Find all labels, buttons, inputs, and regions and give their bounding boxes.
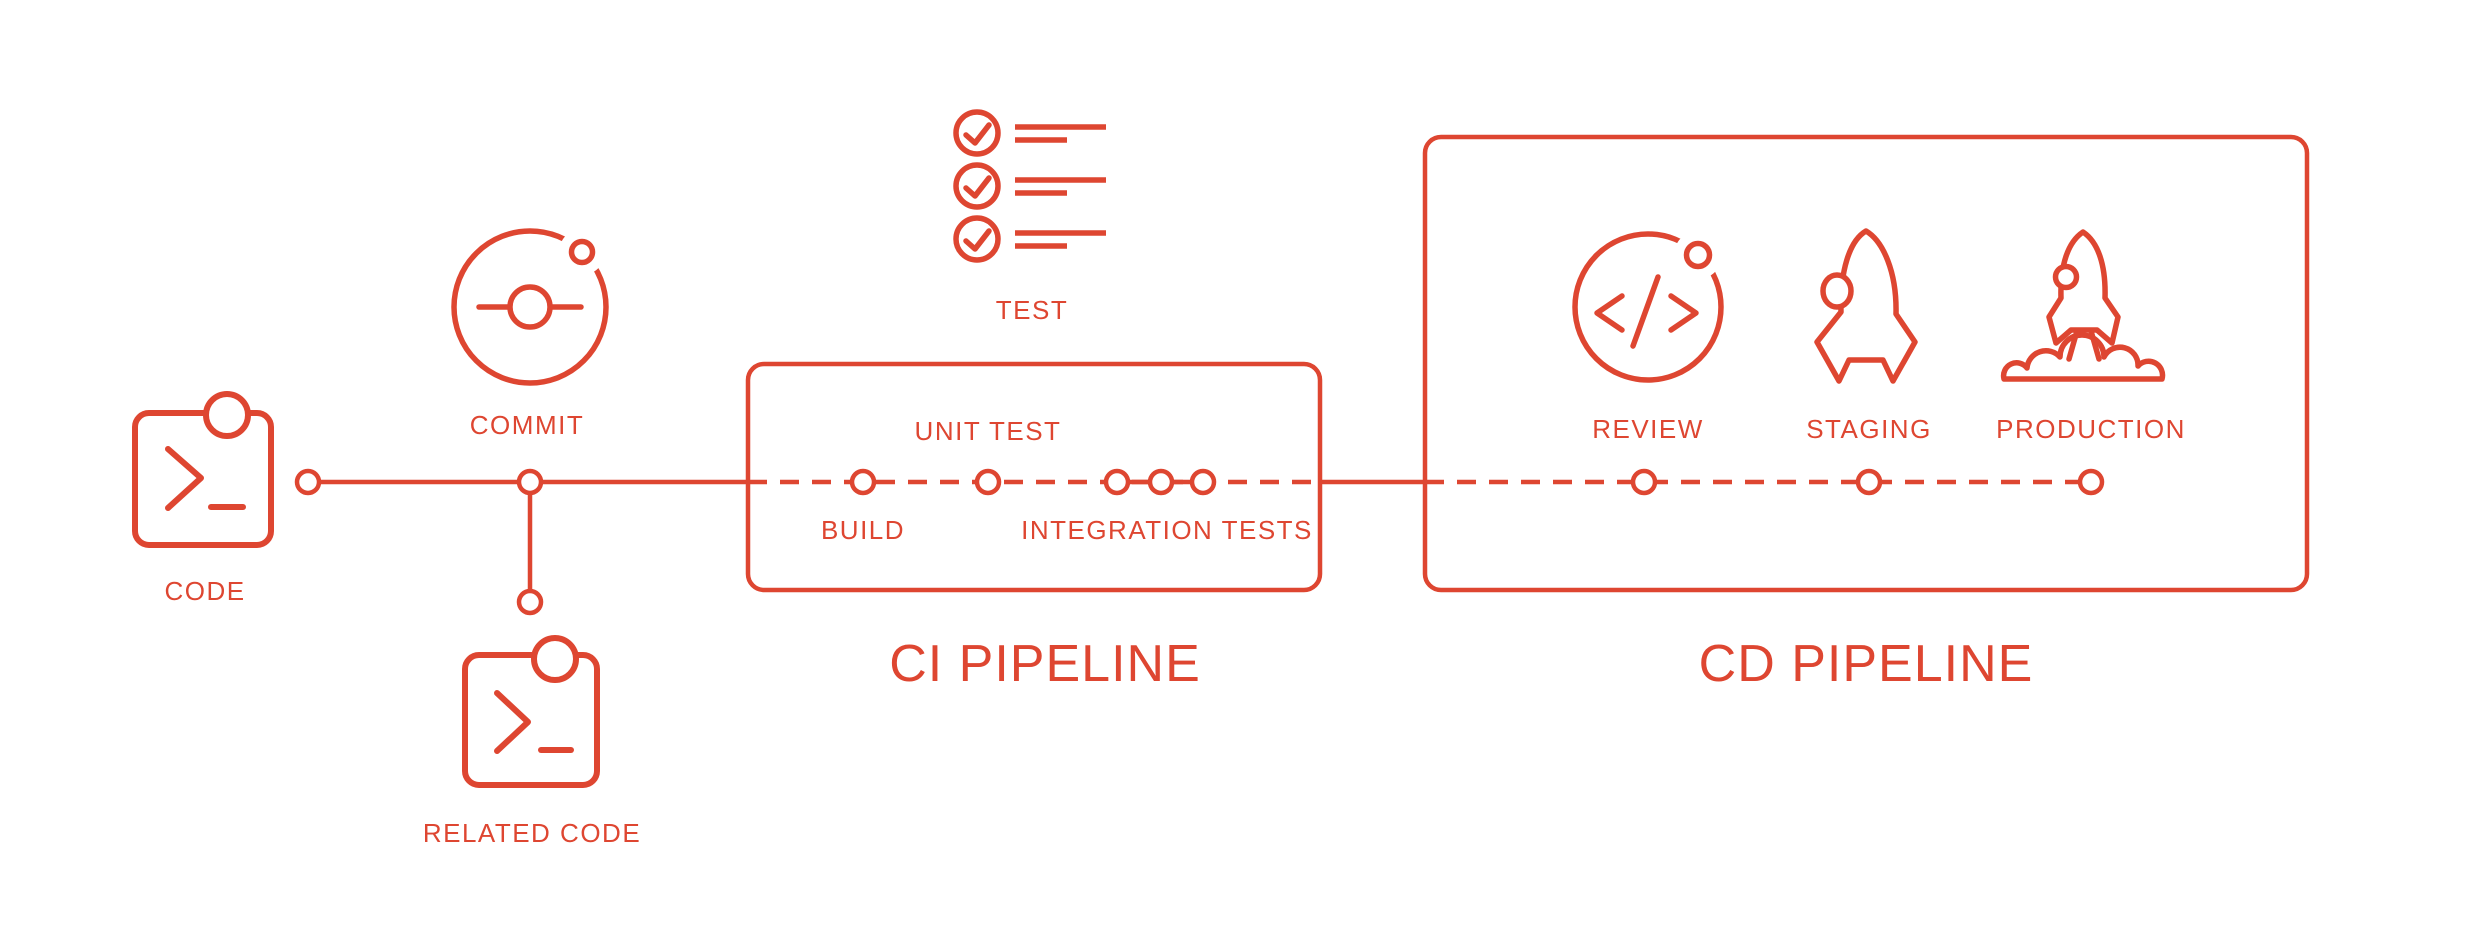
check-circle-icon [953,215,1001,263]
production-label: PRODUCTION [1996,414,2186,444]
terminal-pin-dot [203,391,251,439]
staging-label: STAGING [1806,414,1932,444]
review-orbit-dot [1683,240,1713,270]
pipeline-node-related-code [516,588,544,616]
code-label: CODE [164,576,245,606]
terminal-frame [132,410,274,548]
pipeline-node-integration-1 [1103,468,1131,496]
check-mark-icon [963,175,992,199]
cd-box-border [1422,134,2310,593]
check-item [953,162,1106,210]
pipeline-node-production [2077,468,2105,496]
pipeline-node-unit-test [974,468,1002,496]
checklist-icon [953,109,1106,263]
check-item [953,109,1106,157]
pipeline-node-integration-3 [1189,468,1217,496]
check-circle-icon [953,109,1001,157]
commit-orbit-circle [451,228,609,386]
pipeline-node-review [1630,468,1658,496]
check-mark-icon [963,122,992,146]
pipeline-node-integration-2 [1147,468,1175,496]
rocket-body [2046,229,2121,346]
pipeline-nodes [294,468,2105,616]
rocket-icon [1814,228,1918,384]
terminal-icon-code [132,391,274,548]
code-slash-icon [1630,274,1661,349]
rocket-window [1820,272,1854,310]
check-item [953,215,1106,263]
terminal-icon-related-code [462,635,600,788]
rocket-body [1814,228,1918,384]
terminal-prompt-chevron [165,446,204,511]
terminal-prompt-chevron [494,690,531,754]
unit-test-label: UNIT TEST [915,416,1062,446]
check-mark-icon [963,228,992,252]
commit-orbit-dot [568,238,596,266]
cd-pipeline-title: CD PIPELINE [1699,635,2034,693]
review-label: REVIEW [1592,414,1704,444]
commit-label: COMMIT [470,410,584,440]
rocket-window [2052,263,2080,291]
code-review-icon [1572,231,1724,383]
launch-cloud [2000,332,2166,382]
cd-pipeline-box: REVIEW STAGING PRODUCTION CD PIPELINE [1422,134,2310,693]
pipeline-node-staging [1855,468,1883,496]
code-angle-right-icon [1668,293,1699,333]
terminal-pin-dot [531,635,579,683]
commit-orbit-icon [451,228,609,386]
review-orbit-circle [1572,231,1724,383]
pipeline-node-build [849,468,877,496]
pipeline-node-commit [516,468,544,496]
ci-box-border [745,361,1323,593]
commit-node-circle [507,284,553,330]
integration-tests-label: INTEGRATION TESTS [1021,515,1313,545]
check-circle-icon [953,162,1001,210]
ci-pipeline-box: BUILD UNIT TEST INTEGRATION TESTS CI PIP… [745,361,1323,693]
related-code-label: RELATED CODE [423,818,641,848]
rocket-launch-icon [2000,229,2166,382]
terminal-frame [462,652,600,788]
ci-pipeline-title: CI PIPELINE [889,635,1201,693]
pipeline-node-code [294,468,322,496]
build-label: BUILD [821,515,905,545]
test-label: TEST [996,295,1068,325]
code-angle-left-icon [1594,293,1625,333]
